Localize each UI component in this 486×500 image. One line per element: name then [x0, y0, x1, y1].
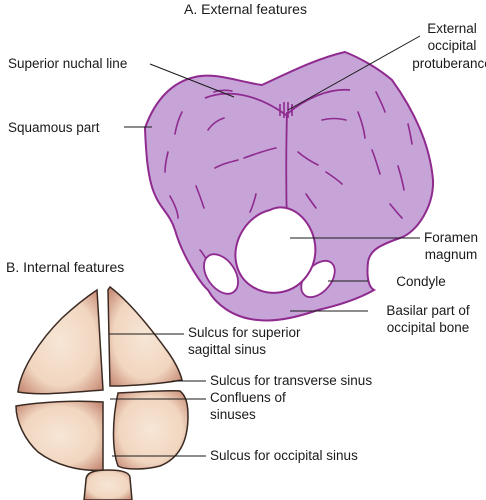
foramen-magnum [234, 206, 317, 294]
svg-text:Basilar part of: Basilar part of [386, 303, 470, 318]
superior-nuchal-line-curve [204, 88, 351, 117]
svg-text:Foramen: Foramen [424, 230, 478, 245]
internal-basilar-stub [83, 469, 133, 500]
label-foramen-magnum: Foramen magnum [424, 230, 478, 262]
left-condyle [203, 253, 239, 295]
internal-upper-left-fossa [17, 288, 104, 395]
svg-text:Confluens of: Confluens of [210, 390, 286, 405]
svg-text:External: External [427, 21, 477, 36]
svg-text:magnum: magnum [425, 247, 478, 262]
panel-a: A. External features [8, 1, 486, 335]
label-basilar-part: Basilar part of occipital bone [386, 303, 470, 335]
label-sulcus-superior-sagittal-sinus: Sulcus for superior sagittal sinus [188, 325, 301, 357]
label-confluens-of-sinuses: Confluens of sinuses [210, 390, 286, 422]
svg-text:protuberance: protuberance [412, 56, 486, 71]
surface-ridge-marks [164, 89, 413, 269]
protuberance-ticks [279, 102, 293, 118]
panel-b-leader-lines [109, 333, 206, 457]
panel-a-leader-lines [124, 35, 421, 312]
panel-b: B. Internal features Sulcus for superior… [6, 259, 372, 500]
svg-text:occipital bone: occipital bone [387, 320, 470, 335]
panel-a-title: A. External features [184, 1, 307, 17]
internal-upper-right-fossa [107, 285, 183, 387]
label-superior-nuchal-line: Superior nuchal line [8, 56, 127, 71]
label-sulcus-occipital-sinus: Sulcus for occipital sinus [210, 448, 358, 463]
svg-text:sinuses: sinuses [210, 407, 256, 422]
label-sulcus-transverse-sinus: Sulcus for transverse sinus [210, 373, 372, 388]
svg-text:occipital: occipital [428, 38, 477, 53]
panel-b-title: B. Internal features [6, 259, 124, 275]
internal-lower-right-fossa [112, 390, 189, 470]
label-external-occipital-protuberance: External occipital protuberance [412, 21, 486, 71]
internal-lower-left-fossa [15, 400, 104, 472]
label-condyle: Condyle [396, 274, 446, 289]
svg-text:Sulcus for superior: Sulcus for superior [188, 325, 301, 340]
svg-text:sagittal sinus: sagittal sinus [188, 342, 266, 357]
label-squamous-part: Squamous part [8, 120, 100, 135]
